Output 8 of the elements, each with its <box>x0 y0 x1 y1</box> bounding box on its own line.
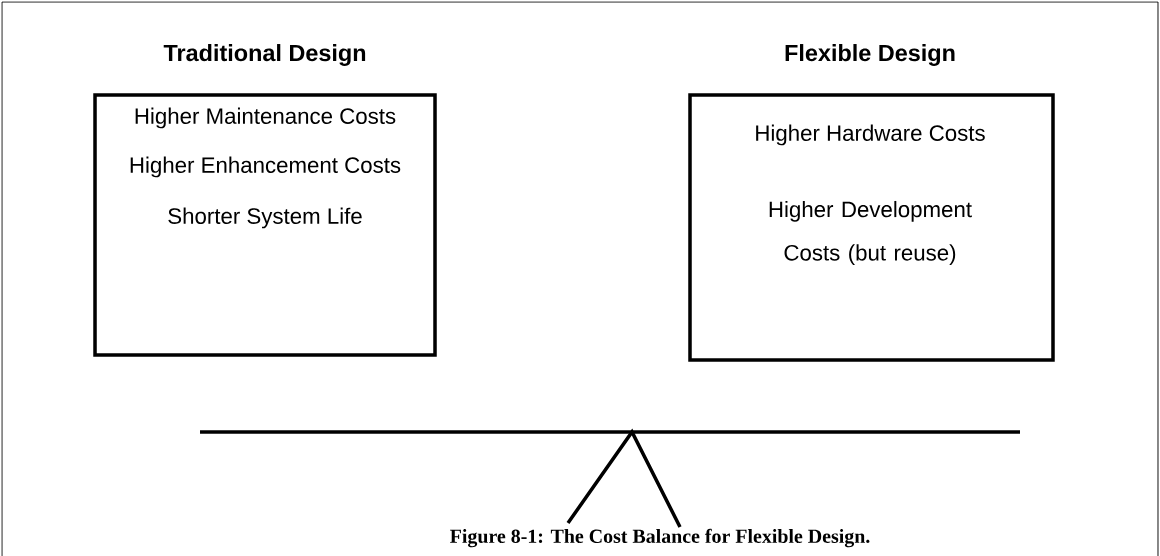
caption: Figure 8-1: The Cost Balance for Flexible Design. <box>450 528 870 548</box>
column-heading: Traditional Design <box>163 44 366 66</box>
column-heading: Flexible Design <box>785 44 955 66</box>
cost-text: Higher Enhancement Costs <box>130 156 401 178</box>
cost-text: Higher Hardware Costs <box>756 124 985 146</box>
cost-text: Shorter System Life <box>168 207 362 229</box>
cost-text: Higher Maintenance Costs <box>135 107 396 129</box>
cost-text: Higher Development Costs (but reuse) <box>769 200 972 266</box>
